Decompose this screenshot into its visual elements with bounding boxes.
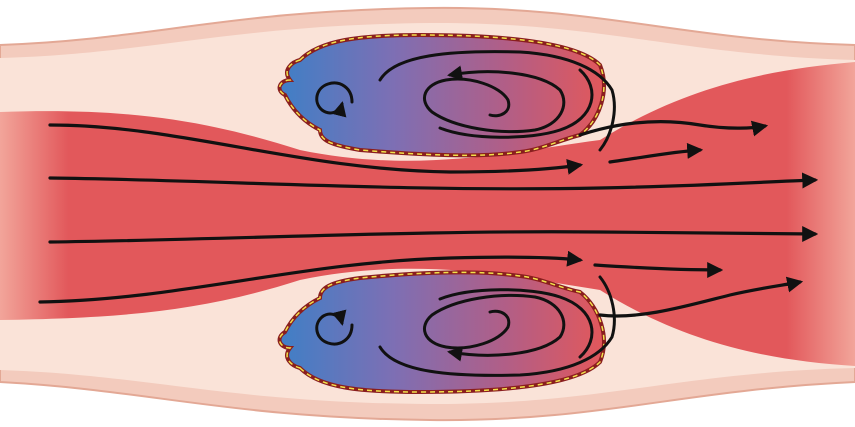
- arterial-flow-diagram: [0, 0, 855, 427]
